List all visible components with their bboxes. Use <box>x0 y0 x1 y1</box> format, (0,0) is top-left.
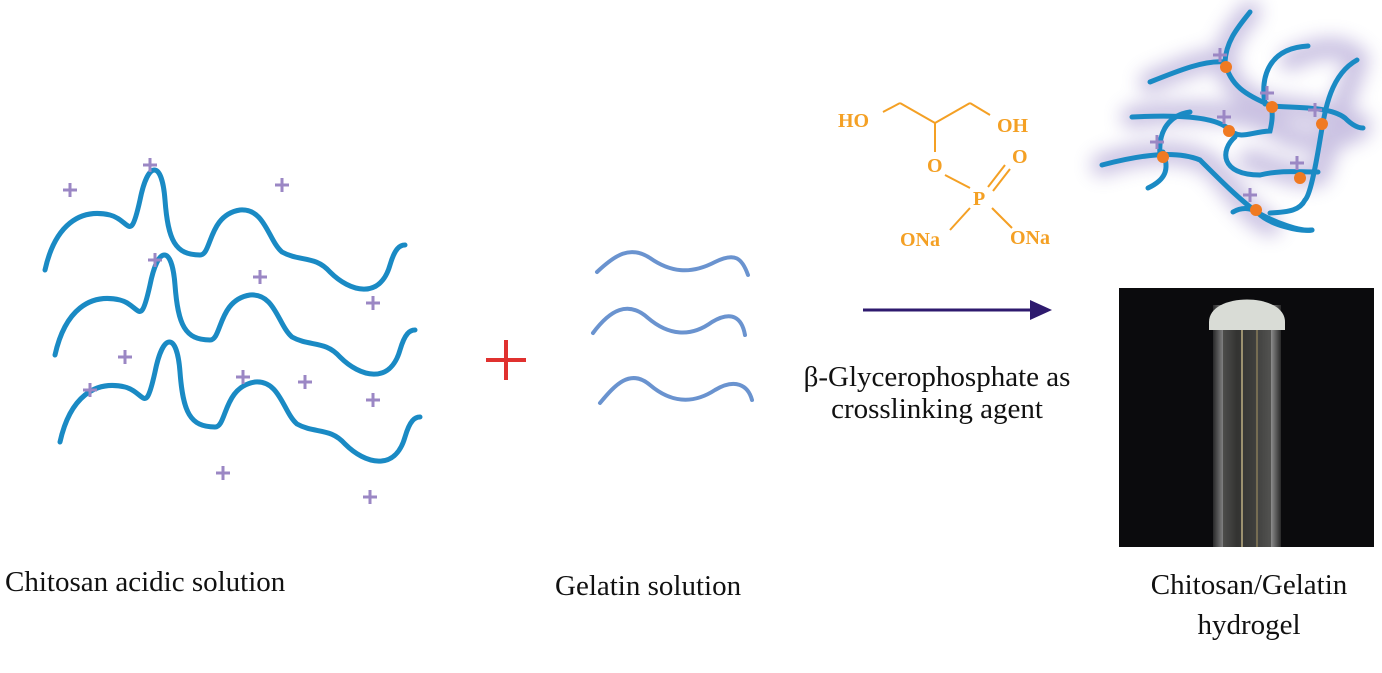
gelatin-chain <box>595 250 750 277</box>
positive-charge-icon <box>143 158 157 172</box>
sodium-oxide-right: ONa <box>1010 227 1050 249</box>
positive-charge-icon <box>118 350 132 364</box>
double-bond-oxygen: O <box>1012 146 1028 168</box>
gelatin-chains <box>591 250 754 405</box>
positive-charge-icon <box>216 466 230 480</box>
positive-charge-icon <box>253 270 267 284</box>
beta-glycerophosphate-structure: HO OH O O P ONa ONa <box>838 102 1050 251</box>
positive-charge-icon <box>63 183 77 197</box>
phosphorus: P <box>973 188 985 210</box>
positive-charge-icon <box>83 383 97 397</box>
ester-oxygen: O <box>927 155 943 177</box>
hydroxyl-right: OH <box>997 115 1029 137</box>
crosslink-nodes <box>1157 61 1328 216</box>
positive-charge-icon <box>363 490 377 504</box>
chitosan-label: Chitosan acidic solution <box>5 566 286 598</box>
crosslinker-label-line2: crosslinking agent <box>831 393 1043 425</box>
positive-charge-icon <box>148 253 162 267</box>
hydroxyl-left: HO <box>838 110 869 132</box>
hydrogel-tube-photo <box>1119 288 1374 547</box>
chitosan-chains <box>42 167 423 464</box>
hydrogel-label-line1: Chitosan/Gelatin <box>1151 569 1348 601</box>
positive-charge-icon <box>275 178 289 192</box>
plus-operator-icon <box>486 340 526 380</box>
chitosan-chain <box>42 167 408 292</box>
positive-charge-icon <box>298 375 312 389</box>
crosslinker-label-line1: β-Glycerophosphate as <box>804 361 1071 393</box>
network-charges <box>1150 48 1322 202</box>
positive-charge-icon <box>236 370 250 384</box>
chitosan-chain <box>52 252 418 377</box>
gelatin-chain <box>598 376 754 405</box>
positive-charge-icon <box>366 296 380 310</box>
gelatin-chain <box>591 306 747 337</box>
positive-charges <box>63 158 380 504</box>
reaction-arrow-icon <box>863 300 1052 320</box>
sodium-oxide-left: ONa <box>900 229 940 251</box>
gelatin-label: Gelatin solution <box>555 570 742 602</box>
hydrogel-label-line2: hydrogel <box>1197 609 1300 641</box>
chitosan-chain <box>57 339 423 464</box>
hydrogel-network <box>1091 1 1371 236</box>
positive-charge-icon <box>366 393 380 407</box>
